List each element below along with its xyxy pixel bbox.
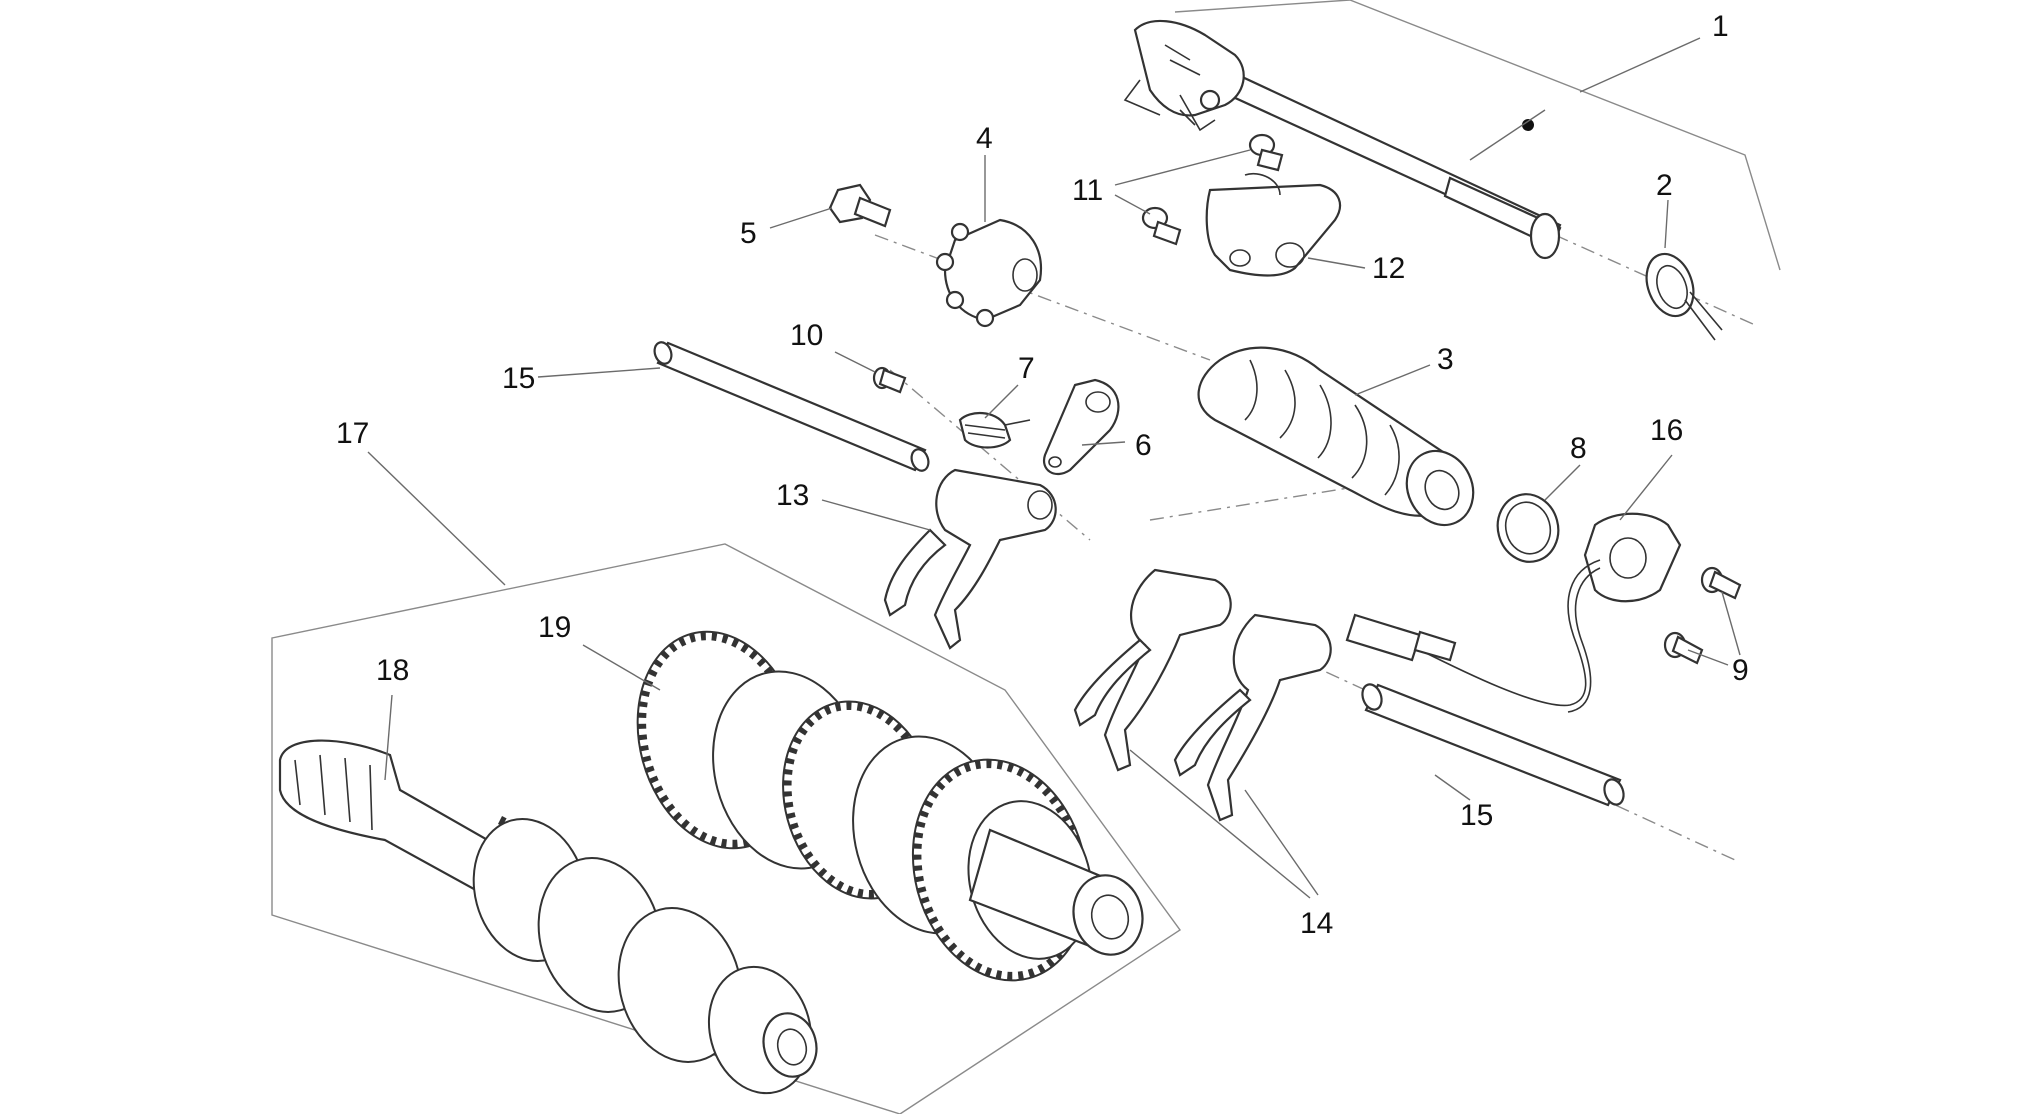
label-5: 5 <box>740 217 757 250</box>
leader-16 <box>1619 454 1673 521</box>
leader-18 <box>384 694 393 781</box>
label-3: 3 <box>1437 343 1454 376</box>
part-screw-10 <box>872 366 907 394</box>
part-bolt-5 <box>828 183 892 228</box>
part-index-lever <box>1042 378 1120 476</box>
part-selector-drum <box>1197 346 1475 527</box>
leader-5 <box>769 207 833 229</box>
label-14: 14 <box>1300 907 1333 940</box>
part-plate <box>1205 173 1342 277</box>
part-fork-rod-lower <box>1361 683 1625 807</box>
label-12: 12 <box>1372 252 1405 285</box>
leader-9b <box>1687 649 1729 666</box>
part-lever-spring <box>958 412 1031 449</box>
label-4: 4 <box>976 122 993 155</box>
part-fork-rod-upper <box>653 341 930 472</box>
leader-12 <box>1307 257 1366 269</box>
leader-9a <box>1721 591 1741 656</box>
part-screws-9 <box>1663 566 1742 665</box>
leader-11a <box>1114 149 1251 186</box>
leader-1 <box>1579 37 1701 93</box>
label-10: 10 <box>790 319 823 352</box>
label-15-upper: 15 <box>502 362 535 395</box>
leader-19 <box>582 644 661 691</box>
group-outline-gear-cluster <box>271 543 1181 1114</box>
leader-14b <box>1244 789 1319 896</box>
label-6: 6 <box>1135 429 1152 462</box>
group-outline-shift-shaft <box>1174 0 1781 271</box>
label-11: 11 <box>1072 174 1103 207</box>
leader-11b <box>1114 194 1151 215</box>
leader-15a <box>537 367 661 378</box>
leader-8 <box>1544 464 1581 501</box>
part-fork-13 <box>883 468 1057 650</box>
leader-3 <box>1354 364 1431 396</box>
label-1: 1 <box>1712 10 1729 43</box>
label-15-lower: 15 <box>1460 799 1493 832</box>
part-drum-cam <box>935 218 1043 328</box>
leader-6 <box>1081 441 1126 446</box>
label-9: 9 <box>1732 654 1749 687</box>
leader-10 <box>834 351 876 373</box>
label-2: 2 <box>1656 169 1673 202</box>
leader-13 <box>821 499 931 531</box>
part-o-ring <box>1496 493 1560 563</box>
part-shift-shaft <box>1123 19 1562 260</box>
label-13: 13 <box>776 479 809 512</box>
part-forks-14 <box>1073 568 1332 822</box>
part-spring <box>1645 252 1723 341</box>
label-16: 16 <box>1650 414 1683 447</box>
leader-2 <box>1664 199 1669 249</box>
label-7: 7 <box>1018 352 1035 385</box>
leader-17 <box>367 451 506 586</box>
part-primary-shaft <box>278 739 818 1095</box>
leader-7 <box>984 384 1019 419</box>
leader-1b <box>1469 109 1546 161</box>
part-secondary-gear-cluster <box>636 630 1144 982</box>
label-18: 18 <box>376 654 409 687</box>
leader-15b <box>1434 774 1471 801</box>
part-gear-position-sensor <box>1345 512 1682 713</box>
detail-dot <box>1522 119 1534 131</box>
label-17: 17 <box>336 417 369 450</box>
label-8: 8 <box>1570 432 1587 465</box>
axis-drum-upper <box>874 234 1211 361</box>
label-19: 19 <box>538 611 571 644</box>
leader-14a <box>1129 749 1311 899</box>
